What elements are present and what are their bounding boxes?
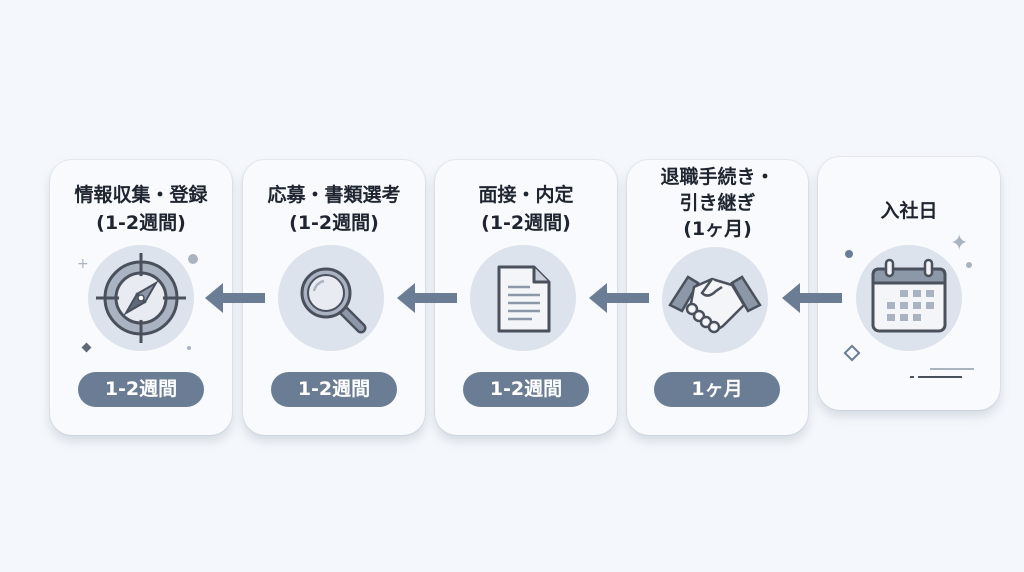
duration-badge: 1ヶ月	[654, 372, 780, 407]
dot-decoration-icon	[966, 262, 972, 268]
step-title: 面接・内定 (1-2週間)	[435, 181, 617, 237]
handshake-icon	[668, 275, 762, 334]
icon-circle	[856, 245, 962, 351]
arrow-left-icon	[397, 283, 457, 313]
title-line: 面接・内定	[478, 184, 574, 206]
duration-badge: 1-2週間	[463, 372, 589, 407]
arrow-left-icon	[782, 283, 842, 313]
dot-decoration-icon	[188, 254, 198, 264]
line-decoration	[918, 376, 962, 378]
step-card-interview: 面接・内定 (1-2週間) 1-2週間	[435, 160, 617, 435]
title-line: (1ヶ月)	[683, 218, 752, 240]
icon-circle	[88, 245, 194, 351]
plus-decoration-icon: +	[77, 256, 89, 272]
step-title: 入社日	[818, 197, 1000, 225]
icon-circle	[470, 245, 576, 351]
duration-badge: 1-2週間	[271, 372, 397, 407]
compass-icon	[96, 253, 186, 343]
title-line: (1-2週間)	[481, 212, 571, 234]
step-card-application: 応募・書類選考 (1-2週間) 1-2週間	[243, 160, 425, 435]
title-line: 情報収集・登録	[74, 184, 208, 206]
title-line: 引き継ぎ	[679, 192, 756, 214]
line-decoration	[910, 376, 914, 378]
step-title: 情報収集・登録 (1-2週間)	[50, 181, 232, 237]
title-line: 入社日	[880, 200, 938, 222]
document-icon	[497, 265, 551, 333]
title-line: 退職手続き・	[660, 166, 775, 188]
duration-badge: 1-2週間	[78, 372, 204, 407]
dot-decoration-icon	[187, 346, 191, 350]
title-line: (1-2週間)	[96, 212, 186, 234]
icon-circle	[278, 245, 384, 351]
dot-decoration-icon	[845, 250, 853, 258]
step-title: 応募・書類選考 (1-2週間)	[243, 181, 425, 237]
magnifier-icon	[300, 267, 367, 334]
title-line: 応募・書類選考	[267, 184, 401, 206]
calendar-icon	[871, 258, 947, 333]
step-title: 退職手続き・ 引き継ぎ (1ヶ月)	[627, 164, 808, 242]
arrow-left-icon	[205, 283, 265, 313]
step-card-resignation: 退職手続き・ 引き継ぎ (1ヶ月) 1ヶ月	[627, 160, 808, 435]
icon-circle	[662, 247, 768, 353]
step-card-start-date: 入社日 ✦	[818, 157, 1000, 410]
sparkle-decoration-icon: ✦	[950, 231, 969, 256]
line-decoration	[930, 368, 974, 370]
title-line: (1-2週間)	[289, 212, 379, 234]
arrow-left-icon	[589, 283, 649, 313]
step-card-info-gathering: 情報収集・登録 (1-2週間) + 1-2週間	[50, 160, 232, 435]
